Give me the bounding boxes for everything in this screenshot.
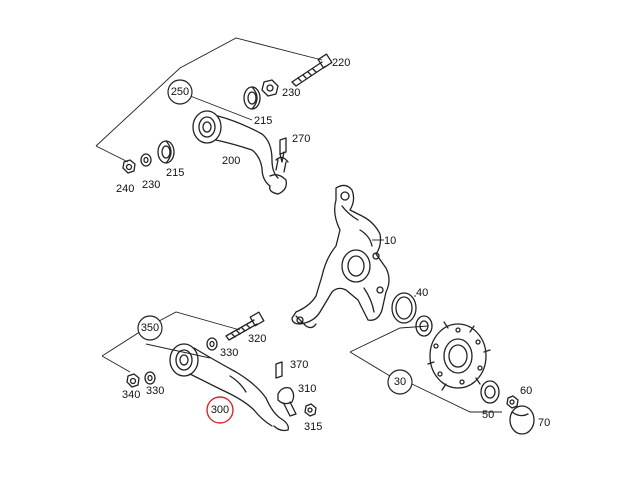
label-330-lower: 330 [146,385,164,397]
callout-circle-350 [137,315,163,341]
seal-ring-40 [391,292,417,324]
bracket-350-left [101,355,131,373]
label-200: 200 [222,155,240,167]
label-240: 240 [116,183,134,195]
label-310: 310 [298,383,316,395]
bracket-30-bottom [411,383,502,413]
label-370: 370 [290,359,308,371]
callout-circle-30 [387,369,413,395]
washer-330-top [206,337,218,351]
label-10: 10 [384,235,396,247]
pin-370 [275,361,283,379]
label-300: 300 [211,404,229,416]
callout-circle-250 [167,79,193,105]
label-350: 350 [141,322,159,334]
label-330-top: 330 [220,347,238,359]
bracket-350-mid [145,343,211,359]
dust-cap-70 [509,405,535,435]
label-70: 70 [538,417,550,429]
label-315: 315 [304,421,322,433]
nut-340 [126,373,140,388]
washer-330-lower [144,371,156,385]
bushing-215-lower [157,140,175,164]
lower-control-arm-300 [169,343,289,432]
ball-joint-310 [277,386,297,417]
label-320: 320 [248,333,266,345]
wheel-bearing [415,315,433,337]
nut-315 [304,403,317,417]
steering-knuckle-10 [291,184,390,329]
bracket-250-left [95,145,129,163]
bracket-250-mid [179,91,253,121]
upper-arm-group: 250 220 230 215 [95,37,350,195]
bolt-320 [225,311,265,341]
pin-270 [279,137,287,163]
label-50: 50 [482,409,494,421]
bolt-220 [291,53,333,87]
lower-arm-group: 350 320 330 300 310 [101,311,322,433]
label-230-lower: 230 [142,179,160,191]
bracket-30-top [349,325,429,353]
upper-control-arm-200 [192,110,289,195]
wheel-hub [427,321,491,391]
bearing-50 [480,380,500,404]
bushing-215-top [243,86,261,110]
bracket-350-top [101,311,241,357]
nut-60 [506,395,519,409]
highlight-circle-300 [206,396,234,424]
nut-230-top [261,79,279,97]
label-270: 270 [292,133,310,145]
label-340: 340 [122,389,140,401]
hub-group: 30 40 50 [349,287,550,435]
nut-240 [122,159,136,174]
label-215-top: 215 [254,115,272,127]
label-230-top: 230 [282,87,300,99]
bracket-250-top [95,37,323,147]
label-30: 30 [394,376,406,388]
label-220: 220 [332,57,350,69]
label-60: 60 [520,385,532,397]
label-250: 250 [171,86,189,98]
label-215-lower: 215 [166,167,184,179]
label-40: 40 [416,287,428,299]
washer-230-lower [140,153,152,167]
